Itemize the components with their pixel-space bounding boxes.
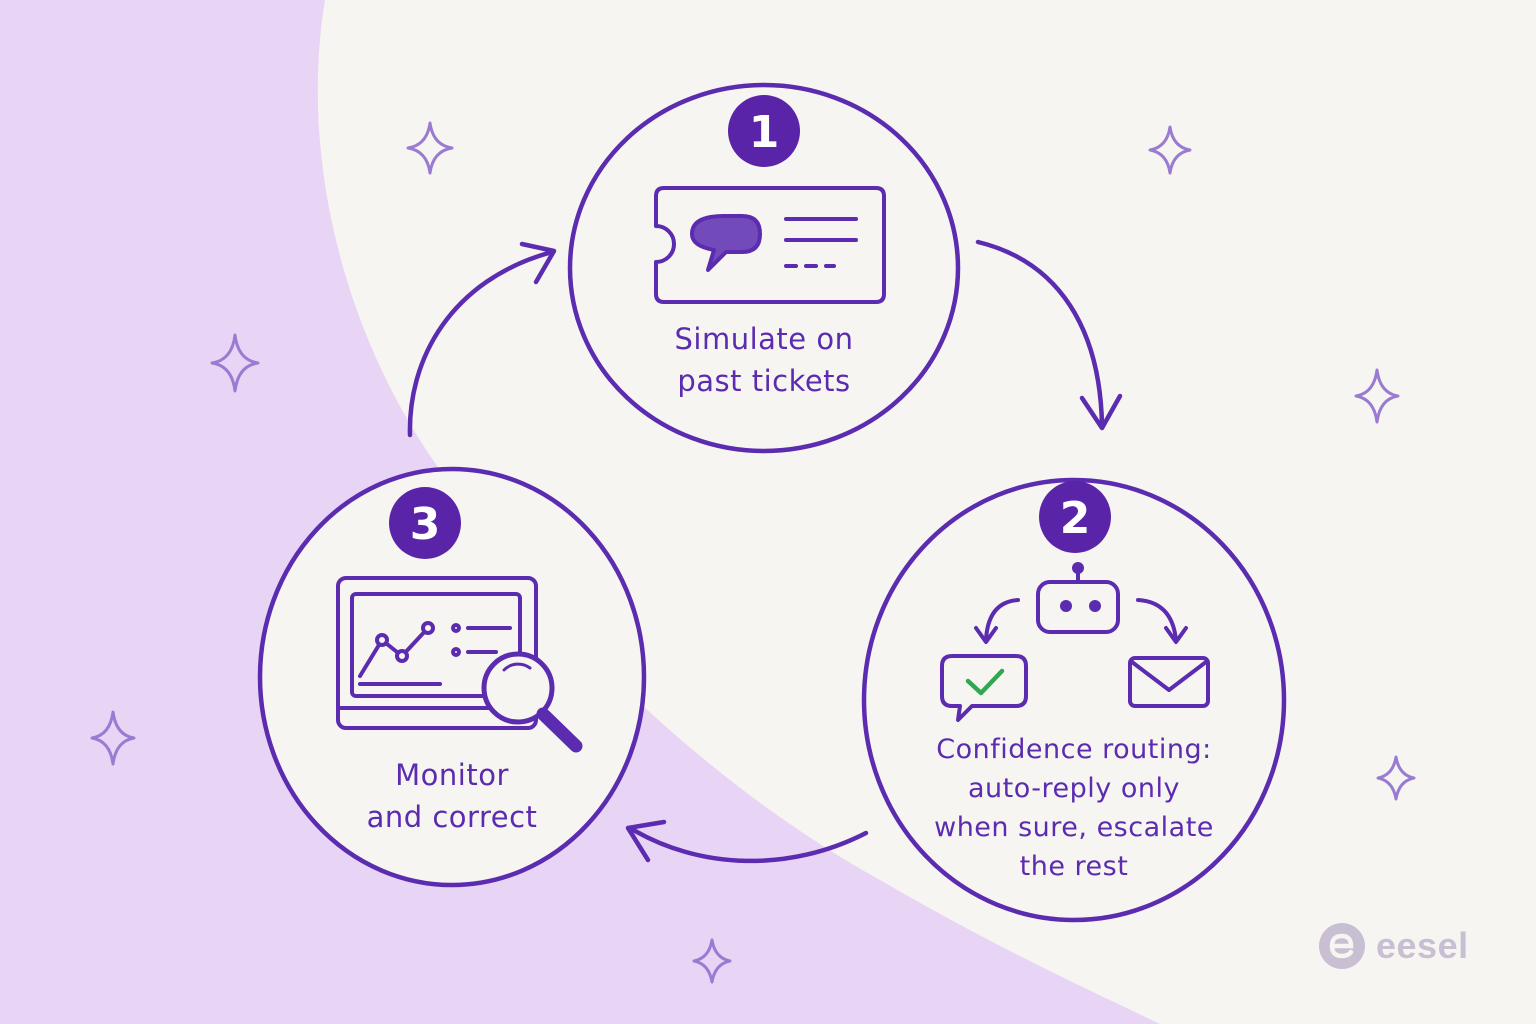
step-1-circle (567, 82, 961, 454)
reply-check-icon (940, 654, 1028, 722)
arrow-2-to-3 (627, 825, 869, 864)
sparkle-icon (90, 710, 136, 766)
arrow-3-to-1-head (519, 241, 557, 285)
step-3-circle (257, 466, 647, 888)
brand-logo: eesel (1318, 922, 1469, 970)
sparkle-icons (90, 121, 1416, 984)
route-left-arrow (984, 598, 1020, 642)
sparkle-icon (1148, 125, 1192, 175)
robot-icon (1036, 580, 1120, 634)
step-2-label: Confidence routing: auto-reply only when… (934, 734, 1214, 882)
arrow-2-to-3-head (625, 819, 667, 863)
ticket-icon (654, 186, 886, 304)
step-2-badge: 2 (1039, 481, 1111, 553)
robot-routing-icon (940, 562, 1210, 722)
brand-mark-icon (1319, 923, 1365, 969)
cycle-arrows (407, 239, 1123, 864)
arrow-1-to-2-head (1079, 393, 1123, 431)
step-2-number: 2 (1060, 493, 1091, 544)
route-right-arrow (1136, 598, 1178, 642)
step-3-number: 3 (410, 499, 441, 550)
magnifier-icon (481, 651, 583, 753)
monitor-dashboard-icon (336, 576, 583, 753)
sparkle-icon (692, 938, 732, 984)
step-2-circle (861, 477, 1287, 923)
sparkle-icon (210, 333, 260, 393)
arrow-1-to-2 (975, 239, 1105, 428)
line-chart-icon (358, 626, 430, 678)
step-1-badge: 1 (728, 95, 800, 167)
step-3-badge: 3 (389, 487, 461, 559)
envelope-icon (1128, 656, 1210, 708)
sparkle-icon (1354, 368, 1400, 424)
step-1-number: 1 (749, 107, 780, 158)
step-3-label: Monitor and correct (366, 758, 538, 834)
sparkle-icon (1376, 755, 1416, 801)
brand-name: eesel (1376, 925, 1469, 966)
arrow-3-to-1 (407, 249, 555, 438)
sparkle-icon (406, 121, 454, 175)
step-1-label: Simulate on past tickets (674, 322, 854, 398)
chat-bubble-icon (690, 214, 762, 272)
